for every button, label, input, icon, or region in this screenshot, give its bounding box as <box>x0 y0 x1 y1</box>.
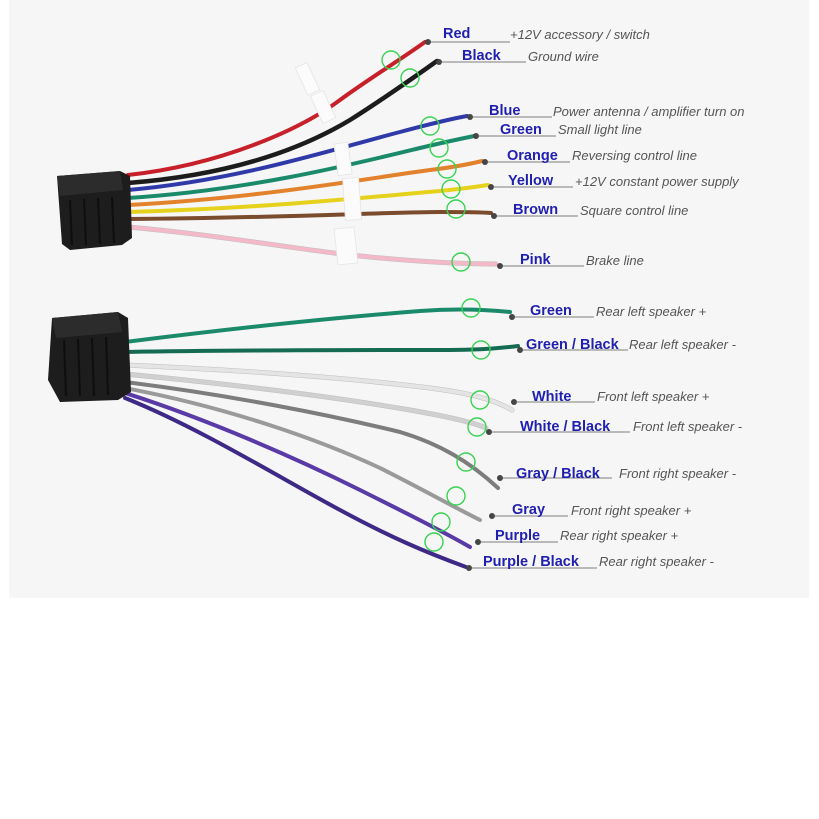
markers-a <box>381 50 471 272</box>
label-yellow-name: Yellow <box>508 173 554 189</box>
marker-red <box>381 50 401 70</box>
label-white-black-name: White / Black <box>520 419 611 435</box>
marker-blue <box>420 116 440 136</box>
label-green-b-name: Green <box>530 303 572 319</box>
label-green-black-desc: Rear left speaker - <box>629 337 737 352</box>
wire-tags <box>294 61 362 266</box>
marker-green-b <box>461 298 481 318</box>
wire-orange <box>126 159 484 207</box>
label-purple-black-name: Purple / Black <box>483 554 580 570</box>
wire-yellow <box>126 183 490 214</box>
label-black-desc: Ground wire <box>528 49 599 64</box>
wire-blue <box>126 114 469 192</box>
marker-brown <box>446 199 466 219</box>
marker-black <box>400 68 420 88</box>
label-yellow: Yellow +12V constant power supply <box>488 173 740 190</box>
wire-gray-black <box>123 380 500 490</box>
label-brown-name: Brown <box>513 202 558 218</box>
wire-purple-black <box>123 396 468 569</box>
marker-gray <box>446 486 466 506</box>
wire-pink <box>126 225 498 266</box>
label-pink-desc: Brake line <box>586 253 644 268</box>
wire-green-b <box>123 307 512 344</box>
marker-yellow <box>441 179 461 199</box>
label-pink: Pink Brake line <box>497 252 644 269</box>
label-gray-black-name: Gray / Black <box>516 466 601 482</box>
label-green-desc: Small light line <box>558 122 642 137</box>
label-red-desc: +12V accessory / switch <box>510 27 650 42</box>
label-white: White Front left speaker + <box>511 389 710 405</box>
label-green-black-name: Green / Black <box>526 337 620 353</box>
label-purple-desc: Rear right speaker + <box>560 528 679 543</box>
label-purple: Purple Rear right speaker + <box>475 528 679 545</box>
marker-green-black <box>471 340 491 360</box>
photo-background <box>9 0 809 598</box>
label-white-desc: Front left speaker + <box>597 389 710 404</box>
label-red-name: Red <box>443 26 470 42</box>
marker-pink <box>451 252 471 272</box>
marker-purple <box>431 512 451 532</box>
label-black: Black Ground wire <box>436 48 599 65</box>
marker-white-black <box>467 417 487 437</box>
markers-b <box>424 298 491 552</box>
label-blue: Blue Power antenna / amplifier turn on <box>467 103 745 120</box>
wire-brown <box>126 209 493 221</box>
label-brown: Brown Square control line <box>491 202 688 219</box>
wire-black <box>125 58 440 186</box>
label-brown-desc: Square control line <box>580 203 688 218</box>
label-gray-name: Gray <box>512 502 545 518</box>
label-orange-desc: Reversing control line <box>572 148 697 163</box>
power-connector-group <box>57 40 499 272</box>
label-purple-black: Purple / Black Rear right speaker - <box>466 554 715 571</box>
marker-purple-black <box>424 532 444 552</box>
marker-gray-black <box>456 452 476 472</box>
marker-white <box>470 390 490 410</box>
label-white-name: White <box>532 389 571 405</box>
label-blue-name: Blue <box>489 103 520 119</box>
label-pink-name: Pink <box>520 252 552 268</box>
label-black-name: Black <box>462 48 502 64</box>
wire-gray <box>123 386 482 522</box>
label-green-b-desc: Rear left speaker + <box>596 304 707 319</box>
label-orange: Orange Reversing control line <box>482 148 697 165</box>
label-blue-desc: Power antenna / amplifier turn on <box>553 104 745 119</box>
label-purple-name: Purple <box>495 528 540 544</box>
label-green-b: Green Rear left speaker + <box>509 303 707 320</box>
power-connector-body <box>57 171 132 250</box>
label-gray-desc: Front right speaker + <box>571 503 692 518</box>
speaker-connector-body <box>48 312 131 402</box>
wire-white <box>123 363 514 412</box>
marker-orange <box>437 159 457 179</box>
label-gray-black: Gray / Black Front right speaker - <box>497 466 737 482</box>
label-green-black: Green / Black Rear left speaker - <box>517 337 737 353</box>
label-white-black-desc: Front left speaker - <box>633 419 743 434</box>
wire-purple <box>123 391 472 549</box>
label-gray-black-desc: Front right speaker - <box>619 466 737 481</box>
label-orange-name: Orange <box>507 148 558 164</box>
label-red: Red +12V accessory / switch <box>425 26 650 45</box>
label-white-black: White / Black Front left speaker - <box>486 419 743 435</box>
label-yellow-desc: +12V constant power supply <box>575 174 740 189</box>
wire-white-outline <box>122 362 515 413</box>
wire-green-black <box>123 344 520 354</box>
label-green: Green Small light line <box>473 122 642 139</box>
wire-green <box>126 134 476 200</box>
labels-a: Red +12V accessory / switch Black Ground… <box>425 26 745 269</box>
labels-b: Green Rear left speaker + Green / Black … <box>466 303 743 571</box>
label-purple-black-desc: Rear right speaker - <box>599 554 715 569</box>
label-green-name: Green <box>500 122 542 138</box>
wire-white-black <box>123 372 488 430</box>
marker-green <box>429 138 449 158</box>
label-gray: Gray Front right speaker + <box>489 502 692 519</box>
speaker-connector-group <box>48 298 520 569</box>
